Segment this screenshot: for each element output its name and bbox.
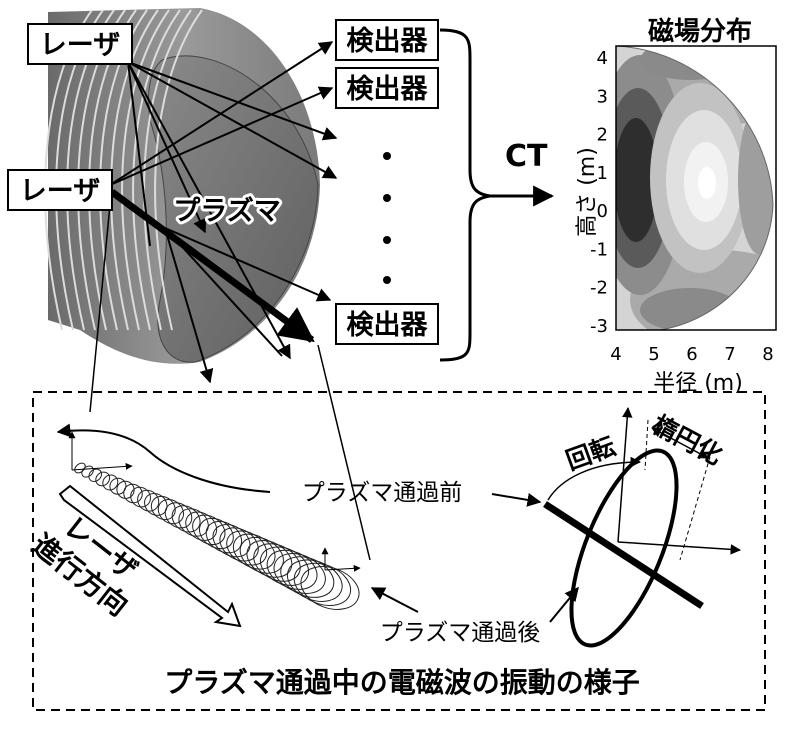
x-tick-label: 8 [762, 344, 773, 365]
y-tick-label: 0 [597, 201, 608, 222]
detector-1-text: 検出器 [347, 26, 429, 57]
y-tick-label: 2 [597, 125, 608, 146]
helix-loop [266, 549, 318, 590]
ct-label: CT [505, 139, 548, 174]
rotation-arc [547, 456, 642, 501]
plasma-label: プラズマ [173, 195, 280, 227]
y-tick-label: -3 [590, 316, 608, 337]
helix-loop [102, 474, 119, 491]
laser-direction-arrow [58, 484, 242, 628]
x-tick-label: 7 [724, 344, 735, 365]
polarization-diagram: 回転 楕円化 [543, 406, 742, 648]
torus-stripe [110, 9, 159, 331]
helix-loop [259, 546, 310, 586]
detector-box-3: 検出器 [335, 303, 439, 345]
ellipticity-arrow [651, 427, 709, 459]
before-passage-label: プラズマ通過前 [302, 480, 463, 506]
x-tick-label: 6 [686, 344, 697, 365]
laser-top-text: レーザ [40, 30, 120, 61]
after-passage-label: プラズマ通過後 [380, 620, 541, 646]
em-wave-helix [68, 431, 361, 610]
y-tick-label: -1 [590, 239, 608, 260]
bottom-caption: プラズマ通過中の電磁波の振動の様子 [164, 666, 639, 699]
helix-loop [81, 465, 94, 478]
before-passage-curve [56, 423, 271, 493]
field-plot-title: 磁場分布 [648, 16, 752, 47]
before-passage-arrow-right [491, 493, 542, 507]
y-tick-label: -2 [590, 278, 608, 299]
torus-stripe [132, 9, 181, 331]
field-contour-plot [615, 45, 777, 331]
oscillation-inset-box [32, 391, 766, 711]
x-axis-ticks: 4 5 6 7 8 [610, 344, 773, 365]
main-laser-beam [109, 189, 315, 343]
helix-loop [95, 471, 111, 487]
helix-loop [88, 468, 102, 482]
connector-line-left [89, 204, 111, 413]
laser-label-mid: レーザ [7, 169, 113, 211]
torus-stripe [143, 9, 192, 331]
detector-box-1: 検出器 [335, 19, 439, 61]
laser-label-top: レーザ [27, 23, 133, 65]
y-axis-ticks: 4 3 2 1 0 -1 -2 -3 [590, 48, 608, 337]
y-tick-label: 4 [597, 48, 608, 69]
torus-stripe [121, 9, 170, 331]
laser-direction-label: レーザ 進行方向 [26, 510, 144, 623]
detector-box-2: 検出器 [335, 67, 439, 109]
helix-loop [300, 566, 360, 610]
helix-loop [212, 524, 251, 558]
y-tick-label: 1 [597, 163, 608, 184]
detector-curly-brace [439, 28, 491, 362]
torus-stripe [154, 9, 203, 331]
x-tick-label: 4 [610, 344, 621, 365]
detector-ellipsis-dots [383, 152, 391, 284]
detector-2-text: 検出器 [347, 74, 429, 105]
laser-mid-text: レーザ [20, 176, 100, 207]
y-tick-label: 3 [597, 86, 608, 107]
y-axis-label: 高さ (m) [575, 147, 600, 237]
ellipticity-label: 楕円化 [647, 410, 727, 471]
connector-line-right [317, 344, 371, 561]
detector-3-text: 検出器 [347, 310, 429, 341]
linear-polarization-line [543, 501, 704, 609]
helix-loop [116, 480, 135, 499]
helix-loop [253, 543, 301, 582]
x-tick-label: 5 [648, 344, 659, 365]
after-passage-arrow-left [370, 587, 419, 613]
